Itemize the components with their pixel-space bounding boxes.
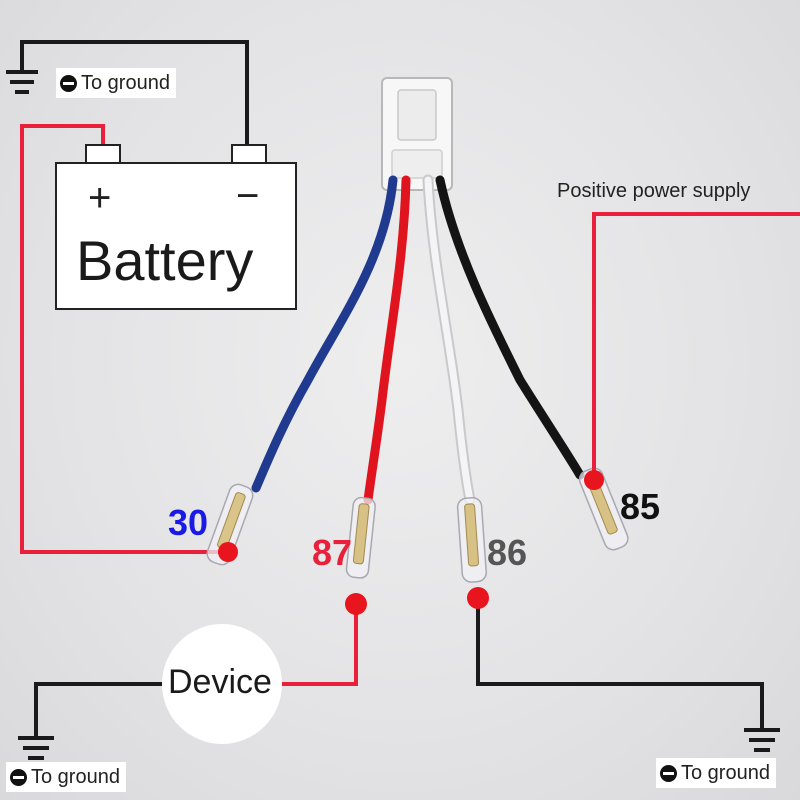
ground-label-top-text: To ground <box>81 72 170 94</box>
ground-label-bottom-right: To ground <box>656 758 776 788</box>
ground-label-bottom-left-text: To ground <box>31 766 120 788</box>
wire-battery-positive-pin30 <box>20 124 228 554</box>
wire-pin86-ground <box>476 598 764 730</box>
junction-dot-30 <box>218 542 238 562</box>
wire-battery-negative-ground <box>20 40 249 148</box>
pin-label-85: 85 <box>620 486 661 527</box>
minus-circle-icon <box>10 768 27 786</box>
pin-label-87: 87 <box>312 532 353 573</box>
blue-lead <box>251 175 398 493</box>
ground-label-bottom-left: To ground <box>6 762 126 792</box>
junction-dot-85 <box>584 470 604 490</box>
black-lead <box>435 175 585 480</box>
battery-label: Battery <box>76 229 254 292</box>
terminal-86 <box>456 497 487 583</box>
red-lead <box>363 175 411 505</box>
positive-supply-label: Positive power supply <box>557 180 751 202</box>
minus-circle-icon <box>660 764 677 782</box>
wire-positive-supply-pin85 <box>592 212 800 480</box>
pin-label-86: 86 <box>487 532 528 573</box>
battery-plus-sign: + <box>88 176 112 220</box>
battery-minus-sign: − <box>236 174 260 218</box>
terminal-87 <box>345 496 376 579</box>
connector-housing <box>381 77 453 191</box>
device-label: Device <box>168 663 272 701</box>
pin-label-30: 30 <box>168 502 209 543</box>
white-lead-inner <box>424 176 474 504</box>
ground-label-top: To ground <box>56 68 176 98</box>
terminal-30 <box>206 483 254 566</box>
ground-symbol-icon <box>6 70 38 94</box>
ground-symbol-icon <box>744 728 780 752</box>
battery-graphic <box>55 144 297 310</box>
ground-symbol-icon <box>18 736 54 760</box>
junction-dot-86 <box>467 587 489 609</box>
wire-pin87-device <box>278 604 358 686</box>
device-circle <box>162 624 282 744</box>
wire-device-ground <box>34 682 165 738</box>
minus-circle-icon <box>60 74 77 92</box>
junction-dot-87 <box>345 593 367 615</box>
ground-label-bottom-right-text: To ground <box>681 762 770 784</box>
